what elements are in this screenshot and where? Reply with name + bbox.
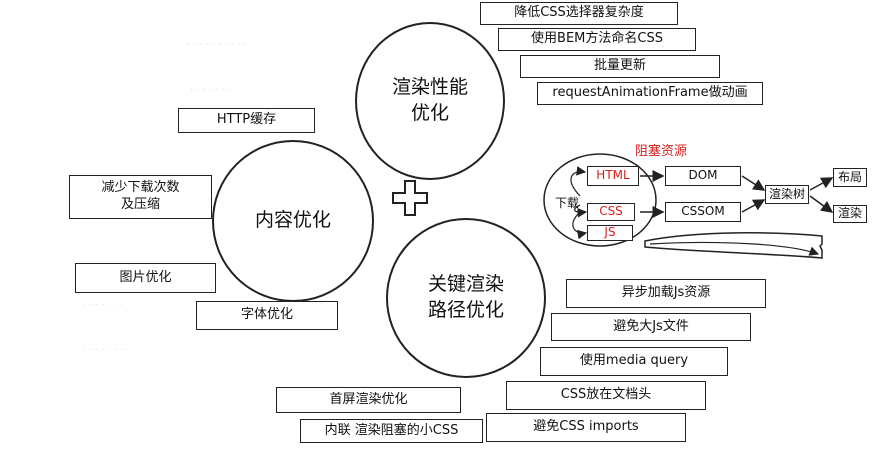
content-item-image-optimization: 图片优化 <box>75 263 216 293</box>
download-label: 下载 <box>555 196 580 210</box>
faint-text: · · · · · · · · · · <box>186 40 247 51</box>
layout-node: 布局 <box>833 168 867 187</box>
critical-item-avoid-css-imports: 避免CSS imports <box>486 413 686 442</box>
content-item-reduce-downloads: 减少下载次数 及压缩 <box>69 175 212 219</box>
blocking-arrow <box>644 232 823 259</box>
download-ellipse <box>543 153 657 247</box>
render-tree-node: 渲染树 <box>765 185 809 204</box>
content-item-http-cache: HTTP缓存 <box>178 108 315 133</box>
html-node: HTML <box>587 166 639 186</box>
render-item-bem-naming: 使用BEM方法命名CSS <box>498 28 696 51</box>
dom-node: DOM <box>665 166 741 186</box>
faint-text: · · · · · · · <box>190 85 232 96</box>
css-node: CSS <box>587 203 635 221</box>
critical-render-path-circle: 关键渲染 路径优化 <box>386 218 546 378</box>
critical-item-media-query: 使用media query <box>540 347 728 376</box>
first-screen-render-optimization: 首屏渲染优化 <box>276 387 461 413</box>
render-item-batch-update: 批量更新 <box>520 55 720 78</box>
content-optimization-circle: 内容优化 <box>212 140 374 302</box>
content-item-font-optimization: 字体优化 <box>196 301 338 330</box>
faint-text: · · · · · · · <box>82 300 124 311</box>
critical-item-css-in-head: CSS放在文档头 <box>506 381 706 410</box>
critical-item-async-js: 异步加载Js资源 <box>566 279 766 308</box>
js-node: JS <box>587 225 633 241</box>
critical-item-avoid-large-js: 避免大Js文件 <box>551 313 751 341</box>
cssom-node: CSSOM <box>665 202 741 222</box>
faint-text: · · · · · · · · <box>82 345 130 356</box>
plus-icon <box>392 180 428 216</box>
render-performance-circle: 渲染性能 优化 <box>355 22 505 180</box>
render-item-selector-complexity: 降低CSS选择器复杂度 <box>480 2 678 25</box>
render-item-raf-animation: requestAnimationFrame做动画 <box>537 82 763 105</box>
paint-node: 渲染 <box>833 205 867 223</box>
blocking-resources-title: 阻塞资源 <box>635 144 688 159</box>
inline-blocking-css: 内联 渲染阻塞的小CSS <box>300 419 483 443</box>
